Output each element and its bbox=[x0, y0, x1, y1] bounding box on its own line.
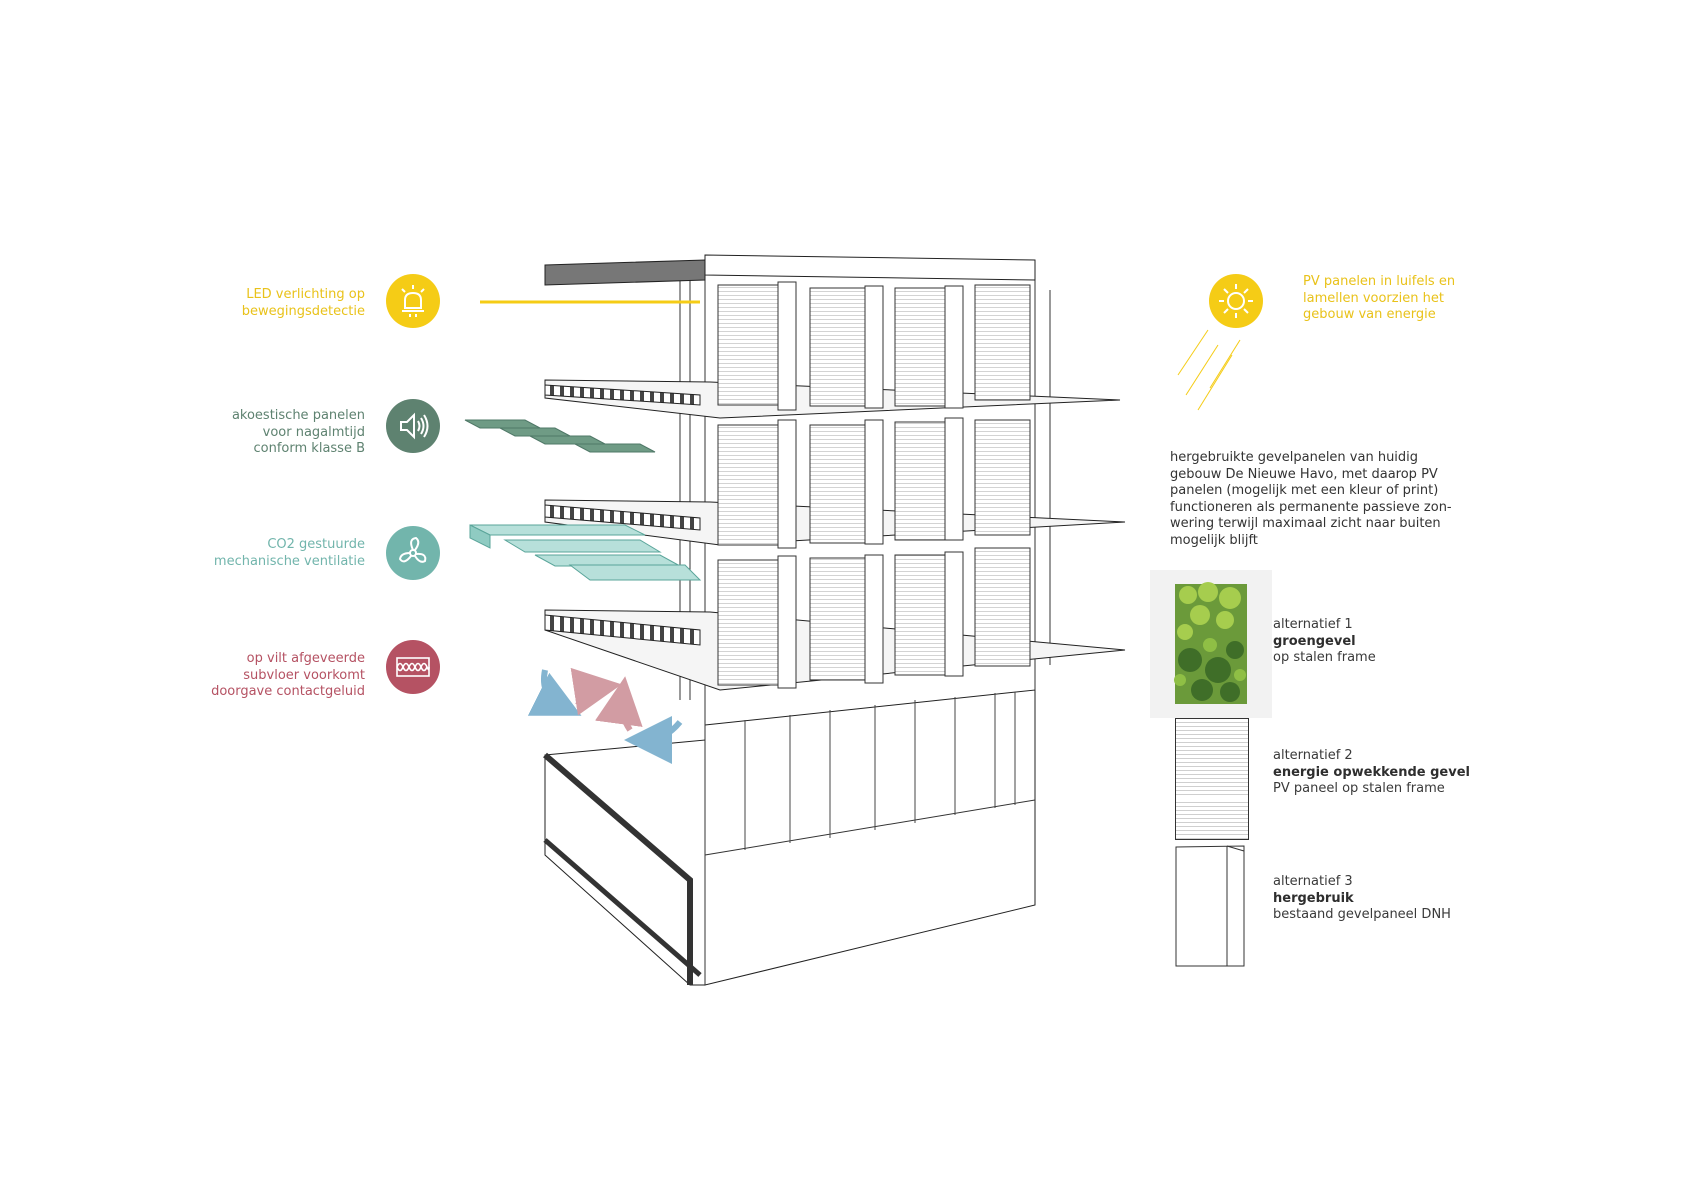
sun-rays bbox=[1177, 329, 1241, 411]
facade-intro-text: hergebruikte gevelpanelen van huidig geb… bbox=[1170, 450, 1452, 548]
alt-3-title: alternatief 3 bbox=[1273, 874, 1353, 889]
fan-icon bbox=[386, 526, 440, 580]
cantilever-slab bbox=[544, 739, 706, 986]
label-pv: PV panelen in luifels en lamellen voorzi… bbox=[1303, 274, 1456, 322]
roof-slab bbox=[704, 254, 1036, 281]
pv-panel-swatch bbox=[1175, 718, 1249, 840]
label-led: LED verlichting op bewegingsdetectie bbox=[241, 287, 365, 319]
green-facade-swatch bbox=[1150, 570, 1272, 718]
alt-2-desc: PV paneel op stalen frame bbox=[1273, 781, 1445, 796]
label-acoustic: akoestische panelen voor nagalmtijd conf… bbox=[231, 408, 365, 456]
label-subfloor: op vilt afgeveerde subvloer voorkomt doo… bbox=[211, 651, 365, 699]
ground-floor-block bbox=[704, 689, 1036, 986]
acoustic-panels bbox=[464, 419, 656, 453]
alt-3-desc: bestaand gevelpaneel DNH bbox=[1273, 907, 1451, 922]
alt-1-name: groengevel bbox=[1273, 633, 1356, 649]
sun-icon bbox=[1209, 274, 1263, 328]
ventilation-ducts bbox=[469, 524, 702, 581]
alt-3-name: hergebruik bbox=[1273, 890, 1354, 906]
facade-panels bbox=[717, 281, 1031, 689]
alt-2-name: energie opwekkende gevel bbox=[1273, 764, 1470, 780]
alt-1-desc: op stalen frame bbox=[1273, 650, 1376, 665]
alt-2-title: alternatief 2 bbox=[1273, 748, 1353, 763]
airflow-arrows bbox=[527, 667, 683, 764]
label-ventilation: CO2 gestuurde mechanische ventilatie bbox=[213, 537, 365, 569]
speaker-icon bbox=[386, 399, 440, 453]
alt-1-title: alternatief 1 bbox=[1273, 617, 1353, 632]
alt-3-text: alternatief 3 hergebruik bestaand gevelp… bbox=[1273, 874, 1451, 924]
insulation-icon bbox=[386, 640, 440, 694]
alt-2-text: alternatief 2 energie opwekkende gevel P… bbox=[1273, 748, 1470, 798]
alarm-light-icon bbox=[386, 274, 440, 328]
alt-1-text: alternatief 1 groengevel op stalen frame bbox=[1273, 617, 1376, 667]
reuse-panel-swatch bbox=[1175, 845, 1245, 967]
